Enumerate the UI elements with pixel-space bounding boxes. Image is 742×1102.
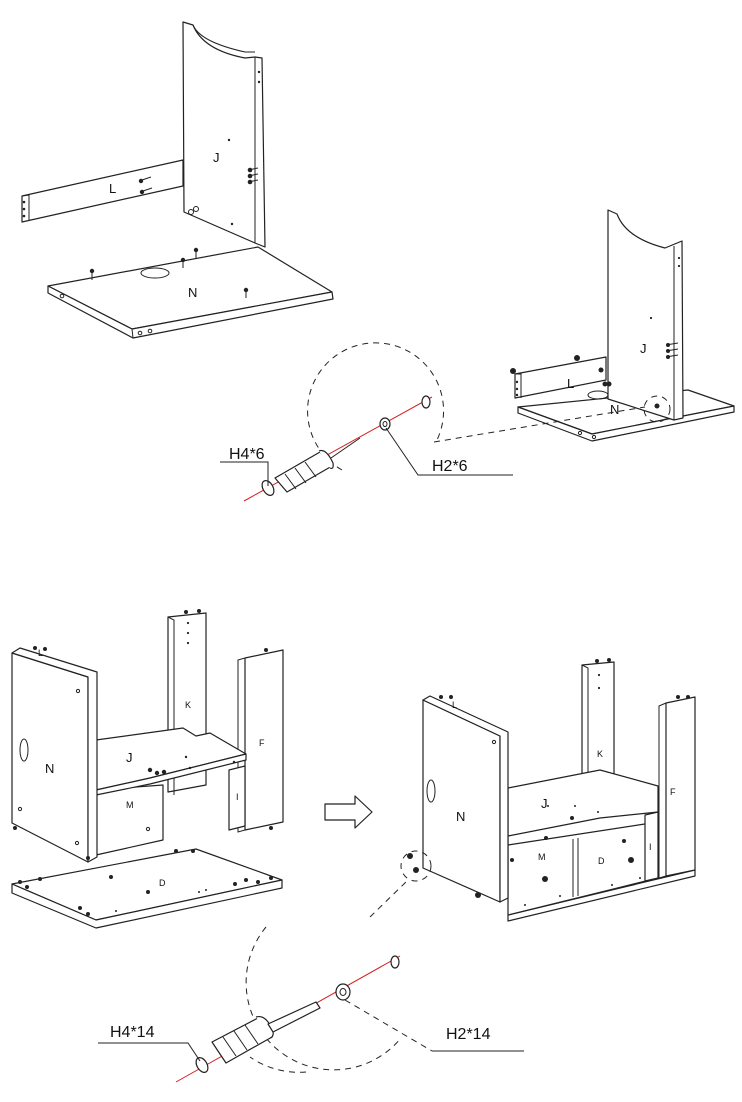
step2-exploded-view: K F M I J xyxy=(11,609,284,929)
step2-assembled-panel-i xyxy=(644,811,659,882)
step2-panel-d xyxy=(11,848,283,929)
step1-panel-l xyxy=(21,159,184,223)
step2-panel-j xyxy=(95,727,247,796)
step1-label-j: J xyxy=(213,150,220,165)
step1-assembled-panel-l xyxy=(510,355,612,399)
step1-label-l: L xyxy=(109,181,116,196)
step2-assembled-label-k: K xyxy=(597,749,603,759)
step2-panel-m xyxy=(95,784,164,856)
step2-assembled-body xyxy=(507,769,659,916)
step2-label-l: L xyxy=(38,648,43,658)
step2-assembled-label-f: F xyxy=(670,787,676,797)
step1-base-dowels xyxy=(89,247,249,298)
step1-detail-callout: H4*6 H2*6 xyxy=(220,342,646,502)
step2-label-n: N xyxy=(45,761,54,776)
step1-label-n: N xyxy=(188,285,197,300)
step2-callout-h2: H2*14 xyxy=(446,1026,491,1043)
step2-panel-n xyxy=(11,646,98,863)
step2-assembled-panel-d xyxy=(507,869,696,922)
step2-detail-callout: H4*14 H2*14 xyxy=(98,879,524,1083)
step2-cam-lock-icon xyxy=(335,983,351,1001)
step2-label-d: D xyxy=(159,878,166,888)
step2-label-f: F xyxy=(259,738,265,748)
step2-assembled-panel-f xyxy=(658,695,696,879)
step1-assembled-label-n: N xyxy=(610,402,619,417)
step2-assembled-panel-n xyxy=(407,695,509,903)
step1-callout-h4: H4*6 xyxy=(229,446,265,463)
step1-callout-h2: H2*6 xyxy=(432,458,468,475)
step1-hole-icon xyxy=(421,395,431,409)
step2-assembled-label-l: L xyxy=(452,700,457,710)
step2-callout-h4: H4*14 xyxy=(110,1024,155,1041)
step2-label-i: I xyxy=(236,792,239,802)
step1-cam-bolts xyxy=(247,167,259,185)
step2-assembled-label-n: N xyxy=(456,809,465,824)
step1-exploded-view: J L N xyxy=(21,21,334,339)
step1-screwdriver-icon xyxy=(261,437,361,496)
step2-label-k: K xyxy=(185,700,191,710)
step1-panel-n xyxy=(47,246,334,339)
step1-detail-marker xyxy=(643,395,671,423)
step2-assembled-label-i: I xyxy=(649,842,652,852)
right-arrow-icon xyxy=(324,795,373,829)
step1-cam-lock-icon xyxy=(379,417,391,431)
step2-detail-marker xyxy=(400,850,432,882)
step1-assembled-label-j: J xyxy=(640,341,647,356)
step2-hole-icon xyxy=(390,955,400,969)
step2-assembled-label-j: J xyxy=(541,796,548,811)
step2-assembled-panel-k xyxy=(581,658,615,787)
step1-assembled-view: J L N xyxy=(510,209,735,442)
step2-assembled-view: K J M D I F xyxy=(400,658,696,922)
step1-panel-j xyxy=(182,21,266,248)
step2-panel-i xyxy=(228,765,246,831)
step2-assembled-label-m: M xyxy=(538,852,546,862)
step2-assembled-label-d: D xyxy=(598,856,605,866)
step1-assembled-panel-j xyxy=(607,209,684,421)
step2-label-j: J xyxy=(126,750,133,765)
step2-label-m: M xyxy=(126,800,134,810)
step2-screwdriver-icon xyxy=(195,1001,321,1073)
step1-assembled-label-l: L xyxy=(567,376,574,391)
